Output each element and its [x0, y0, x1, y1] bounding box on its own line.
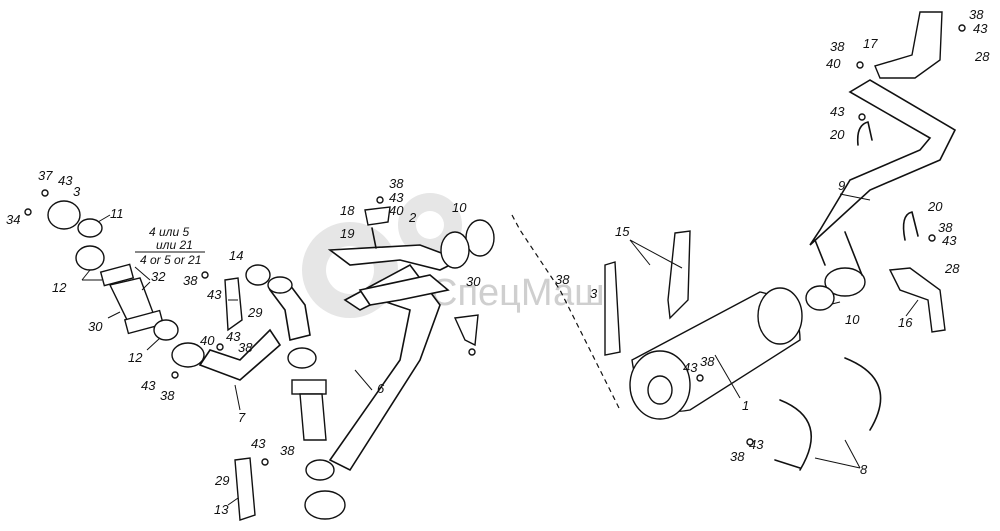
label-10-right: 10 [845, 312, 860, 327]
bolt-19 [371, 227, 377, 249]
label-38-i: 38 [830, 39, 845, 54]
label-30-left: 30 [88, 319, 103, 334]
bracket-14 [224, 277, 243, 332]
variant-line-1: 4 или 5 [149, 225, 189, 239]
label-6: 6 [377, 381, 385, 396]
label-40-b: 40 [200, 333, 215, 348]
muffler [629, 287, 803, 420]
strap-8a [844, 357, 882, 431]
bracket-30-mid [453, 314, 479, 347]
label-10-upper: 10 [452, 200, 467, 215]
strap-8c [774, 459, 801, 469]
label-1: 1 [742, 398, 749, 413]
cap-3 [47, 200, 81, 230]
u-bolt-20b [902, 211, 919, 241]
label-38-d: 38 [160, 388, 175, 403]
label-40-c: 40 [826, 56, 841, 71]
label-29-lower: 29 [214, 473, 229, 488]
leader-lines [81, 193, 919, 506]
label-14: 14 [229, 248, 243, 263]
label-40-a: 40 [389, 203, 404, 218]
label-38-f: 38 [555, 272, 570, 287]
label-17: 17 [863, 36, 878, 51]
bracket-13 [234, 457, 256, 521]
bracket-16 [888, 267, 946, 333]
gasket-10-right [805, 285, 835, 311]
label-38-e: 38 [280, 443, 295, 458]
variant-line-3: 4 or 5 or 21 [140, 253, 201, 267]
fasteners [24, 24, 966, 466]
label-43-d: 43 [141, 378, 156, 393]
watermark-text: СпецМаш [430, 272, 605, 314]
label-20-upper: 20 [829, 127, 845, 142]
ring-center [287, 347, 317, 369]
part-labels: 1 2 3 3 6 7 8 9 10 10 11 12 12 13 14 15 … [6, 7, 990, 517]
ring-12-left [75, 245, 105, 271]
exhaust-pipe-9 [809, 79, 957, 297]
label-11: 11 [110, 206, 124, 221]
label-38-h: 38 [730, 449, 745, 464]
label-7: 7 [238, 410, 246, 425]
variant-line-2: или 21 [156, 238, 193, 252]
label-38-c: 38 [238, 340, 253, 355]
label-3b: 3 [590, 286, 598, 301]
label-28-upper: 28 [974, 49, 990, 64]
label-38-g: 38 [700, 354, 715, 369]
label-20-lower: 20 [927, 199, 943, 214]
bracket-15a [604, 261, 621, 356]
watermark-logo: СпецМаш [302, 193, 605, 318]
u-bolt-20a [856, 121, 873, 146]
label-2: 2 [408, 210, 417, 225]
label-38-k: 38 [938, 220, 953, 235]
label-43-e: 43 [251, 436, 266, 451]
label-12-lower: 12 [128, 350, 143, 365]
strap-8b [779, 399, 812, 471]
label-29-upper: 29 [247, 305, 262, 320]
label-43-g: 43 [683, 360, 698, 375]
flange-upper [440, 231, 470, 269]
label-43-a: 43 [58, 173, 73, 188]
label-38-a: 38 [389, 176, 404, 191]
label-43-j: 43 [942, 233, 957, 248]
label-3: 3 [73, 184, 81, 199]
bracket-15b [667, 230, 691, 320]
connector-dashed [511, 214, 621, 411]
label-38-j: 38 [969, 7, 984, 22]
ring-12-lower [153, 319, 179, 341]
label-32: 32 [151, 269, 166, 284]
label-28-lower: 28 [944, 261, 960, 276]
label-30-mid: 30 [466, 274, 481, 289]
label-43-f: 43 [389, 190, 404, 205]
variant-note: 4 или 5 или 21 4 or 5 or 21 [134, 225, 205, 281]
gasket-small [245, 264, 271, 286]
y-pipe-lower [358, 274, 450, 306]
label-18: 18 [340, 203, 355, 218]
label-19: 19 [340, 226, 354, 241]
label-43-i: 43 [973, 21, 988, 36]
label-13: 13 [214, 502, 229, 517]
label-34: 34 [6, 212, 20, 227]
label-43-h: 43 [830, 104, 845, 119]
label-16: 16 [898, 315, 913, 330]
flex-pipe-30-center [291, 379, 335, 481]
flex-pipe-30-left [99, 263, 165, 335]
bracket-18 [364, 206, 391, 226]
gasket-11 [77, 218, 103, 238]
label-15: 15 [615, 224, 630, 239]
label-9: 9 [838, 178, 845, 193]
pipe-7 [171, 276, 311, 381]
label-37: 37 [38, 168, 53, 183]
label-43-c: 43 [226, 329, 241, 344]
label-8: 8 [860, 462, 868, 477]
label-38-b: 38 [183, 273, 198, 288]
y-pipe [327, 244, 462, 271]
label-12-left: 12 [52, 280, 67, 295]
label-43-b: 43 [207, 287, 222, 302]
bracket-17 [874, 11, 943, 79]
gasket-10-upper [465, 219, 495, 257]
